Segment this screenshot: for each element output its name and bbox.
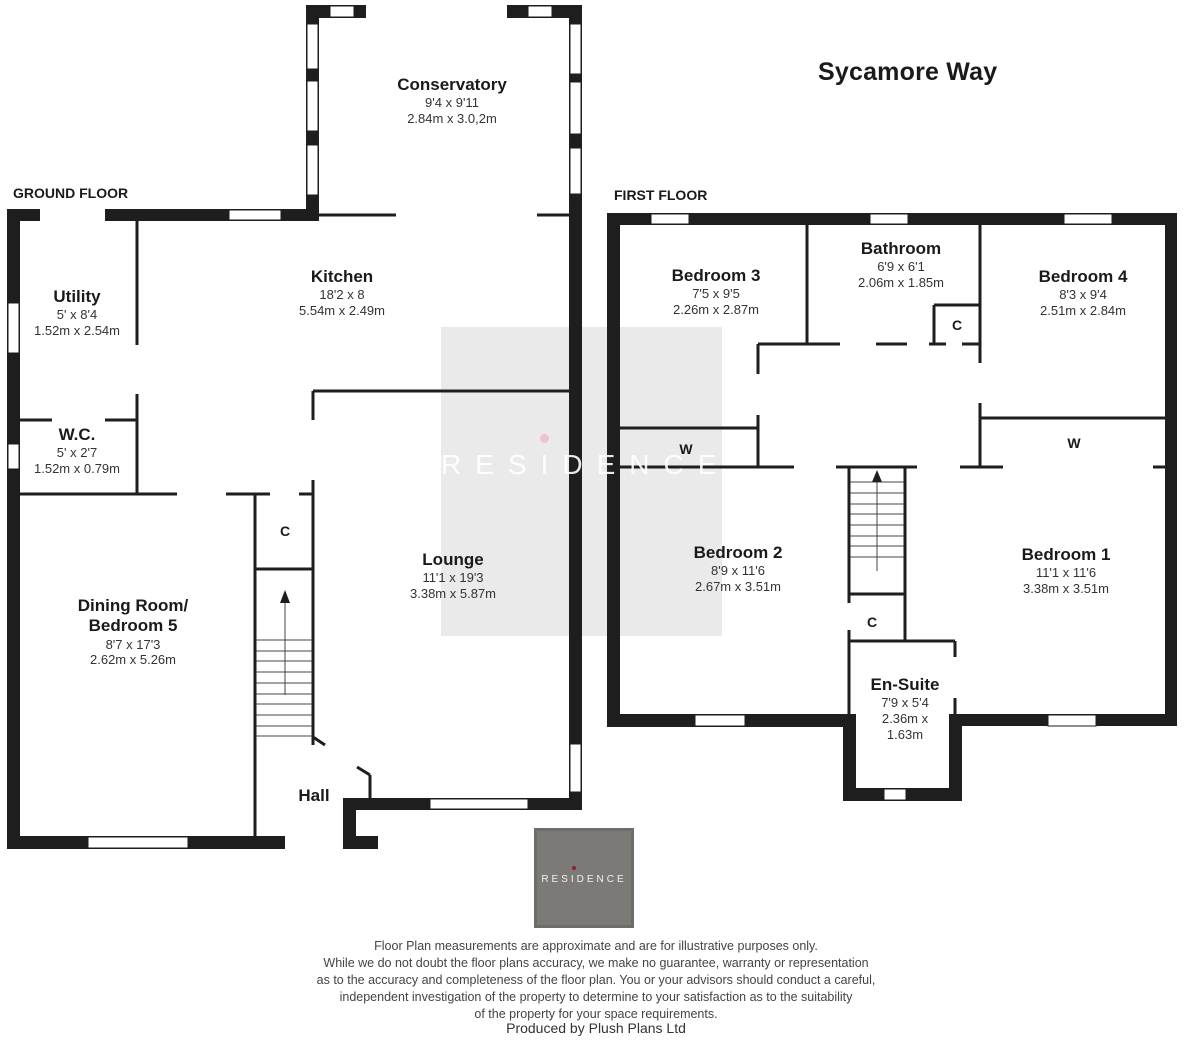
wardrobe-tag: W <box>1067 435 1081 451</box>
room-bedroom2: Bedroom 2 8'9 x 11'6 2.67m x 3.51m <box>693 543 783 594</box>
stairs-arrow-icon <box>280 590 290 603</box>
first-windows <box>650 213 1113 801</box>
room-kitchen: Kitchen 18'2 x 8 5.54m x 2.49m <box>299 267 385 318</box>
room-ensuite: En-Suite 7'9 x 5'4 2.36m x 1.63m <box>870 675 940 742</box>
room-conservatory: Conservatory 9'4 x 9'11 2.84m x 3.0,2m <box>397 75 507 126</box>
wardrobe-tag: W <box>679 441 693 457</box>
first-stairs <box>850 478 904 571</box>
producer-credit: Produced by Plush Plans Ltd <box>506 1020 686 1036</box>
cupboard-tag: C <box>866 614 878 630</box>
property-title: Sycamore Way <box>818 58 998 86</box>
room-dining-bedroom5: Dining Room/ Bedroom 5 8'7 x 17'3 2.62m … <box>77 596 189 668</box>
ground-windows <box>7 5 582 849</box>
room-lounge: Lounge 11'1 x 19'3 3.38m x 5.87m <box>410 550 496 601</box>
ground-floor-partitions <box>20 213 569 836</box>
logo-dot-icon <box>572 866 576 870</box>
room-hall: Hall <box>298 786 330 805</box>
room-bedroom4: Bedroom 4 8'3 x 9'4 2.51m x 2.84m <box>1038 267 1128 318</box>
room-wc: W.C. 5' x 2'7 1.52m x 0.79m <box>34 425 120 476</box>
first-floor-label: FIRST FLOOR <box>614 187 708 203</box>
stairs-arrow-icon <box>872 470 882 482</box>
room-bedroom3: Bedroom 3 7'5 x 9'5 2.26m x 2.87m <box>671 266 761 317</box>
first-floor-walls <box>607 213 1177 801</box>
room-bedroom1: Bedroom 1 11'1 x 11'6 3.38m x 3.51m <box>1021 545 1111 596</box>
ground-floor-label: GROUND FLOOR <box>13 185 129 201</box>
watermark-dot <box>540 434 549 443</box>
residence-logo: RESIDENCE <box>534 828 634 928</box>
room-bathroom: Bathroom 6'9 x 6'1 2.06m x 1.85m <box>858 239 944 290</box>
ground-stairs <box>256 598 312 737</box>
room-utility: Utility 5' x 8'4 1.52m x 2.54m <box>34 287 120 338</box>
disclaimer: Floor Plan measurements are approximate … <box>316 939 876 1021</box>
first-floor-partitions <box>620 225 1165 718</box>
cupboard-tag: C <box>951 317 963 333</box>
cupboard-tag: C <box>279 523 291 539</box>
watermark-text: RESIDENCE <box>441 449 731 480</box>
